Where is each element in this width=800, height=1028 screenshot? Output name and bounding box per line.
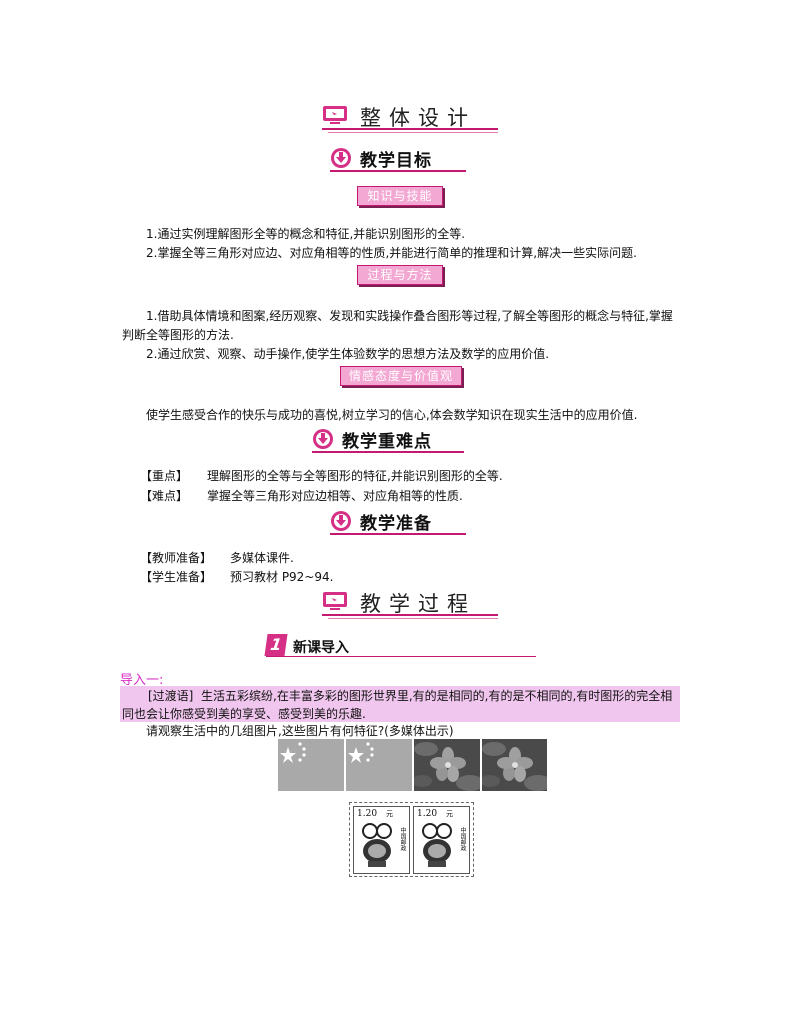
- stamp: 1.20 元 中国邮政: [353, 806, 410, 874]
- divider: [322, 614, 498, 616]
- monitor-icon: [323, 592, 347, 610]
- difficulty-text: 掌握全等三角形对应边相等、对应角相等的性质.: [207, 489, 463, 503]
- down-arrow-icon: [331, 148, 351, 168]
- monitor-icon: [323, 106, 347, 124]
- focus-text: 理解图形的全等与全等图形的特征,并能识别图形的全等.: [207, 469, 503, 483]
- transition-text-cont: 同也会让你感受到美的享受、感受到美的乐趣.: [122, 707, 366, 721]
- difficulty-label: 【难点】: [140, 489, 189, 503]
- subheader-title: 教学准备: [360, 514, 432, 534]
- flower-icon: [414, 739, 480, 791]
- sheep-icon: [422, 823, 452, 867]
- process-item: 判断全等图形的方法.: [122, 328, 234, 342]
- stamp-unit: 元: [446, 810, 453, 818]
- process-item: 2.通过欣赏、观察、动手操作,使学生体验数学的思想方法及数学的应用价值.: [146, 347, 550, 361]
- focus-label: 【重点】: [140, 469, 189, 483]
- sheep-icon: [362, 823, 392, 867]
- stamp-value: 1.20: [417, 809, 438, 819]
- subheader-title: 教学重难点: [342, 432, 432, 452]
- subheader-preparation: 教学准备: [330, 509, 466, 539]
- divider: [330, 533, 466, 535]
- flag-image: [346, 739, 412, 791]
- stamp-country: 中国邮政: [399, 827, 406, 851]
- process-item: 1.借助具体情境和图案,经历观察、发现和实践操作叠合图形等过程,了解全等图形的概…: [146, 309, 673, 323]
- label-knowledge: 知识与技能: [357, 186, 443, 206]
- stamp-unit: 元: [386, 810, 393, 818]
- stamp-value: 1.20: [357, 809, 378, 819]
- section-title: 整体设计: [360, 106, 476, 130]
- flower-image: [482, 739, 547, 791]
- section-header-teaching-process: 教学过程: [322, 588, 502, 619]
- star-icon: [346, 739, 412, 791]
- prompt-text: 请观察生活中的几组图片,这些图片有何特征?(多媒体出示): [146, 724, 454, 738]
- knowledge-item: 2.掌握全等三角形对应边、对应角相等的性质,并能进行简单的推理和计算,解决一些实…: [146, 246, 637, 260]
- transition-text: 生活五彩缤纷,在丰富多彩的图形世界里,有的是相同的,有的是不相同的,有时图形的完…: [201, 689, 673, 703]
- divider: [322, 128, 498, 130]
- down-arrow-icon: [331, 511, 351, 531]
- down-arrow-icon: [313, 429, 333, 449]
- teacher-prep-label: 【教师准备】: [140, 551, 213, 565]
- intro-heading: 导入一:: [120, 673, 164, 688]
- teacher-prep-text: 多媒体课件.: [230, 551, 294, 565]
- stamp-pair-image: 1.20 元 中国邮政 1.20 元 中国邮政: [349, 802, 474, 877]
- flower-image: [414, 739, 480, 791]
- divider: [266, 656, 536, 657]
- section-header-overall-design: 整体设计: [322, 102, 502, 133]
- flower-icon: [482, 739, 547, 791]
- transition-label: [过渡语]: [148, 689, 194, 703]
- flag-image: [278, 739, 344, 791]
- step-title: 新课导入: [293, 640, 349, 656]
- emotion-text: 使学生感受合作的快乐与成功的喜悦,树立学习的信心,体会数学知识在现实生活中的应用…: [146, 408, 638, 422]
- divider: [328, 132, 498, 133]
- step-number-badge: 1: [264, 634, 288, 656]
- knowledge-item: 1.通过实例理解图形全等的概念和特征,并能识别图形的全等.: [146, 227, 466, 241]
- divider: [312, 451, 464, 453]
- subheader-title: 教学目标: [360, 151, 432, 171]
- star-icon: [278, 739, 344, 791]
- stamp-country: 中国邮政: [459, 827, 466, 851]
- divider: [330, 170, 466, 172]
- transition-band: [120, 686, 680, 722]
- student-prep-label: 【学生准备】: [140, 570, 213, 584]
- label-emotion: 情感态度与价值观: [340, 366, 462, 386]
- subheader-objectives: 教学目标: [330, 146, 466, 176]
- divider: [328, 618, 498, 619]
- subheader-key-points: 教学重难点: [312, 427, 464, 457]
- stamp: 1.20 元 中国邮政: [413, 806, 470, 874]
- label-process: 过程与方法: [357, 265, 443, 285]
- student-prep-text: 预习教材 P92~94.: [230, 570, 334, 584]
- section-title: 教学过程: [360, 592, 476, 616]
